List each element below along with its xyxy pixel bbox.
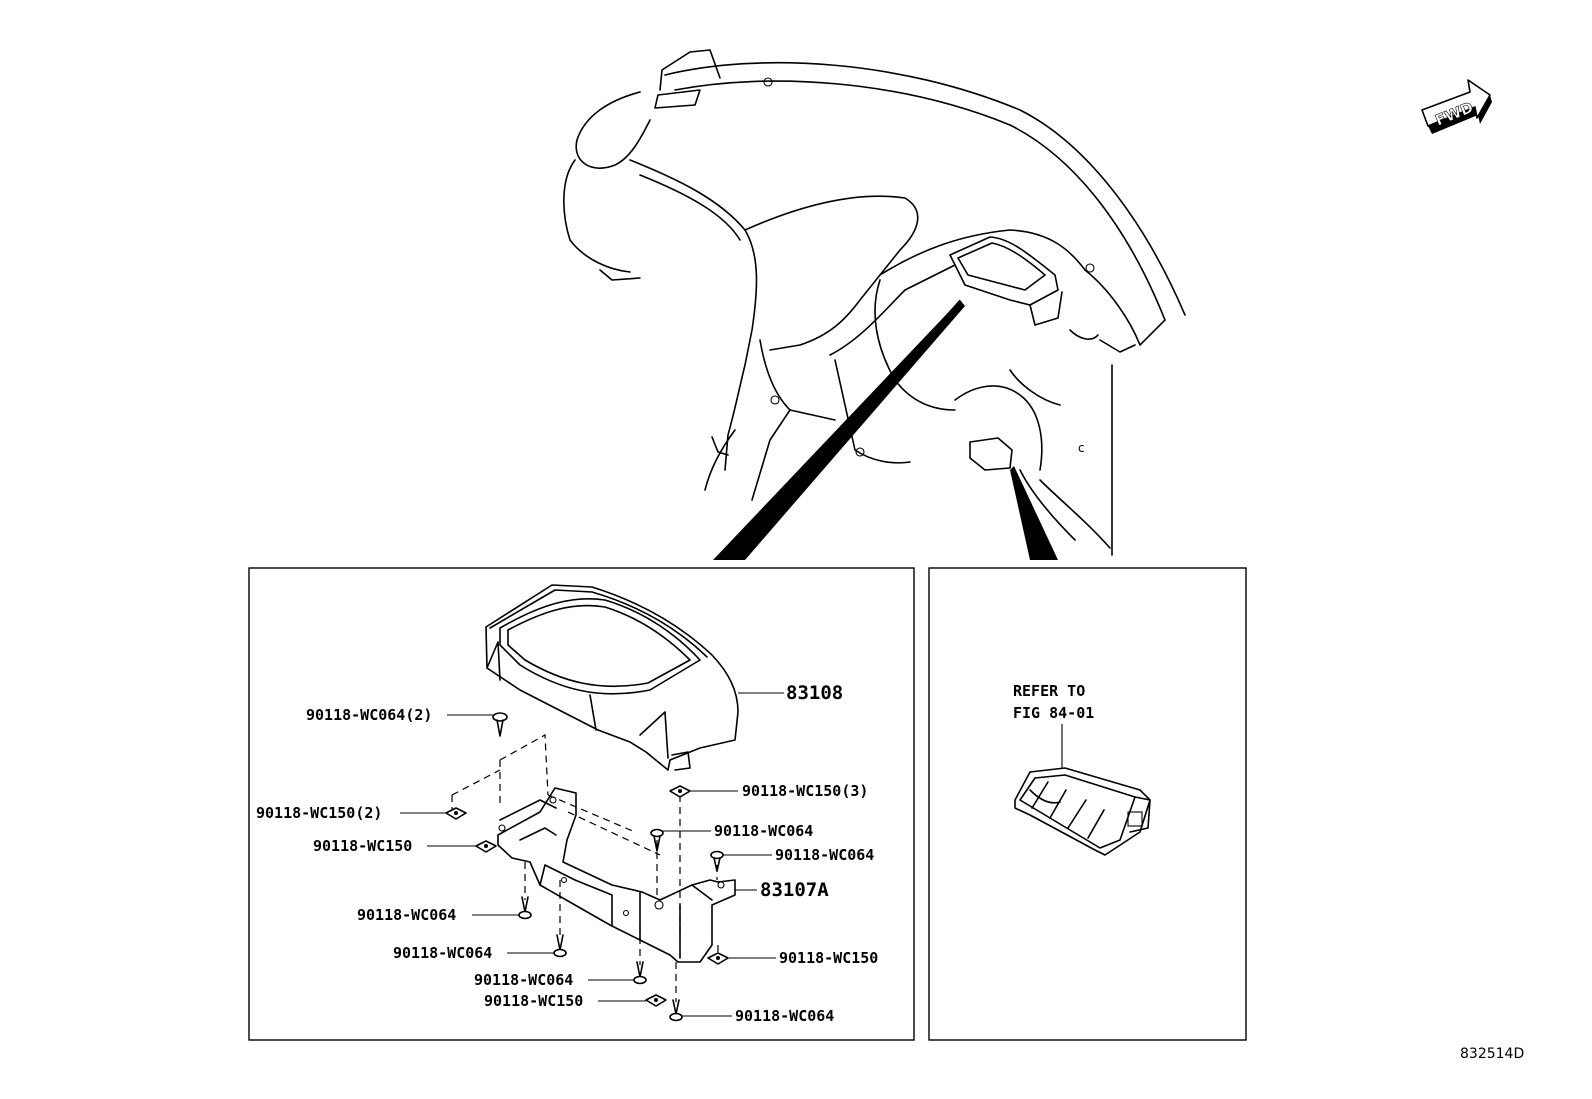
screw-icon [650, 828, 664, 852]
screw-icon [633, 961, 647, 985]
refer-to-line2: FIG 84-01 [1013, 704, 1094, 722]
clip-icon [475, 840, 497, 853]
fastener-label-f8: 90118-WC150(3) [742, 782, 868, 800]
dashboard-overview: c [563, 49, 1186, 560]
part-label-83107a: 83107A [760, 879, 829, 901]
forward-arrow-icon: FWD [1421, 79, 1492, 134]
refer-to-line1: REFER TO [1013, 682, 1085, 700]
fastener-label-f10: 90118-WC064 [775, 846, 874, 864]
fastener-label-f1: 90118-WC064(2) [306, 706, 432, 724]
screw-icon [669, 999, 683, 1022]
fastener-label-f4: 90118-WC064 [357, 906, 456, 924]
fastener-label-f2: 90118-WC150(2) [256, 804, 382, 822]
clip-icon [445, 807, 467, 820]
part-label-83108: 83108 [786, 682, 843, 704]
bracket-83107a [497, 787, 736, 963]
side-detail-panel [928, 567, 1247, 1041]
main-detail-panel [248, 567, 915, 1041]
clip-icon [645, 994, 667, 1007]
fastener-label-f9: 90118-WC064 [714, 822, 813, 840]
screw-icon [518, 896, 532, 920]
figure-id: 832514D [1460, 1046, 1524, 1062]
screw-icon [492, 712, 508, 737]
switch-assembly [1014, 767, 1151, 856]
fastener-label-f6: 90118-WC064 [474, 971, 573, 989]
screw-icon [710, 850, 724, 872]
fastener-label-f11: 90118-WC150 [779, 949, 878, 967]
display-assembly-83108 [485, 584, 739, 771]
clip-icon [669, 785, 691, 798]
leader-lines [400, 714, 776, 1017]
screw-icon [553, 934, 567, 958]
fastener-label-f7: 90118-WC150 [484, 992, 583, 1010]
fastener-label-f3: 90118-WC150 [313, 837, 412, 855]
clip-icon [707, 952, 729, 965]
fastener-label-f12: 90118-WC064 [735, 1007, 834, 1025]
fastener-label-f5: 90118-WC064 [393, 944, 492, 962]
alignment-guides [451, 734, 719, 1002]
svg-text:c: c [1078, 441, 1085, 455]
